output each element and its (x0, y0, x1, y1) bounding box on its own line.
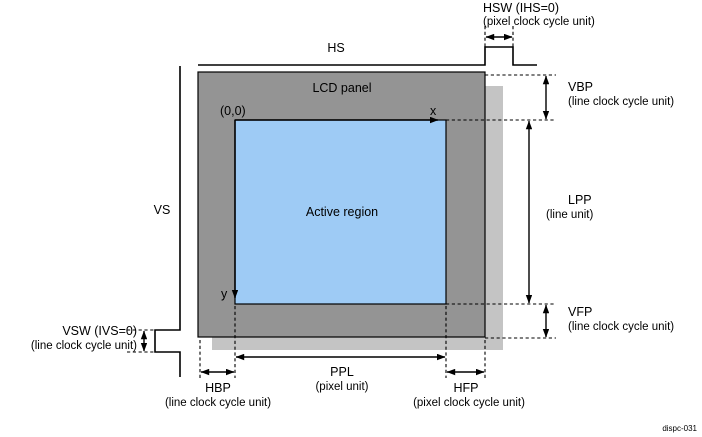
x-axis-label: x (430, 104, 437, 118)
hbp-label: HBP (205, 381, 231, 395)
vsw-unit: (line clock cycle unit) (31, 340, 137, 352)
vsw-label: VSW (IVS=0) (62, 324, 137, 338)
vfp-unit: (line clock cycle unit) (568, 321, 674, 333)
y-axis-label: y (221, 287, 228, 301)
vs-waveform (154, 66, 181, 377)
lpp-label: LPP (568, 193, 592, 207)
vs-signal-label: VS (154, 203, 171, 217)
lcd-panel-title: LCD panel (312, 81, 371, 95)
hfp-unit: (pixel clock cycle unit) (413, 397, 525, 409)
active-region-label: Active region (306, 205, 378, 219)
vfp-label: VFP (568, 305, 592, 319)
hfp-label: HFP (454, 381, 479, 395)
vbp-label: VBP (568, 80, 593, 94)
ppl-label: PPL (330, 365, 354, 379)
vbp-unit: (line clock cycle unit) (568, 96, 674, 108)
figure-id-watermark: dispc-031 (662, 424, 697, 433)
hsw-label: HSW (IHS=0) (483, 1, 559, 15)
hsw-unit: (pixel clock cycle unit) (483, 16, 595, 28)
lpp-unit: (line unit) (546, 209, 593, 221)
origin-label: (0,0) (220, 104, 246, 118)
hs-waveform (198, 46, 537, 66)
ppl-unit: (pixel unit) (315, 381, 368, 393)
hs-signal-label: HS (327, 41, 344, 55)
hbp-unit: (line clock cycle unit) (165, 397, 271, 409)
